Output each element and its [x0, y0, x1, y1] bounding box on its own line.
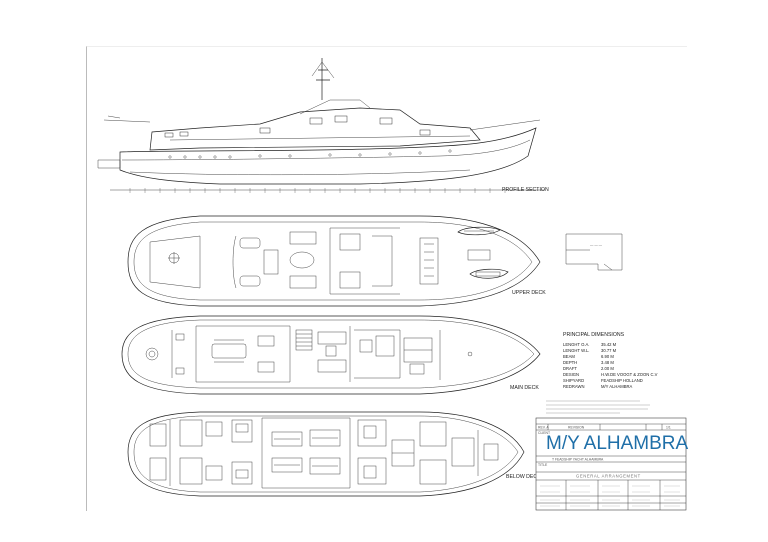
dimension-value: 3.48 M	[601, 360, 614, 365]
drawing-sheet	[86, 46, 687, 511]
title-label: TITLE	[538, 463, 548, 467]
vessel-name-title: M/Y ALHAMBRA	[546, 433, 689, 454]
detail-section-view: — — —	[565, 233, 623, 271]
svg-text:— — —: — — —	[590, 243, 603, 247]
below-deck-view: BELOW DECK	[127, 411, 541, 497]
dimension-label: SHIPYARD	[563, 378, 584, 383]
dimension-label: REDRAWN	[563, 384, 584, 389]
vessel-subtitle: T FEADSHIP YACHT ALHAMBRA	[552, 458, 604, 462]
dimension-value: H.W.DE VOOGT & ZOON C.V	[601, 372, 658, 377]
dimension-label: DRAFT	[563, 366, 577, 371]
dimension-value: 2.00 M	[601, 366, 614, 371]
below-deck-label: BELOW DECK	[506, 474, 541, 480]
rev-label: REV. A	[538, 426, 549, 430]
dimension-value: 6.90 M	[601, 354, 614, 359]
dimension-label: DEPTH	[563, 360, 577, 365]
dimension-label: BEAM	[563, 354, 575, 359]
main-deck-view: MAIN DECK	[121, 315, 541, 395]
dimension-value: FEADSHIP HOLLAND	[601, 378, 643, 383]
dimension-label: DESIGN	[563, 372, 579, 377]
principal-dimensions-heading: PRINCIPAL DIMENSIONS	[563, 332, 625, 338]
drawing-title: GENERAL ARRANGEMENT	[576, 474, 641, 479]
dimension-value: 35.42 M	[601, 342, 617, 347]
dimension-label: LENGHT O.A.	[563, 342, 589, 347]
upper-deck-view: UPPER DECK	[127, 215, 546, 307]
principal-dimensions-table: PRINCIPAL DIMENSIONS LENGHT O.A. 35.42 M…	[563, 332, 658, 389]
notes-block	[546, 400, 650, 414]
dimension-label: LENGHT W.L.	[563, 348, 589, 353]
waterline-ticks	[129, 188, 506, 193]
dimension-value: M/Y ALHAMBRA	[601, 384, 633, 389]
revision-label: REVISION	[568, 426, 585, 430]
sheet-number: 1/1	[666, 426, 671, 430]
client-label: CLIENT	[538, 431, 550, 435]
title-block: REV. A REVISION 1/1 CLIENT M/Y ALHAMBRA …	[535, 417, 689, 511]
dimension-value: 30.77 M	[601, 348, 617, 353]
upper-deck-label: UPPER DECK	[512, 290, 546, 296]
superstructure-windows	[164, 115, 431, 138]
portholes	[168, 149, 452, 159]
profile-section-view: PROFILE SECTION	[97, 58, 549, 193]
profile-section-label: PROFILE SECTION	[502, 187, 549, 193]
main-deck-label: MAIN DECK	[510, 385, 539, 391]
